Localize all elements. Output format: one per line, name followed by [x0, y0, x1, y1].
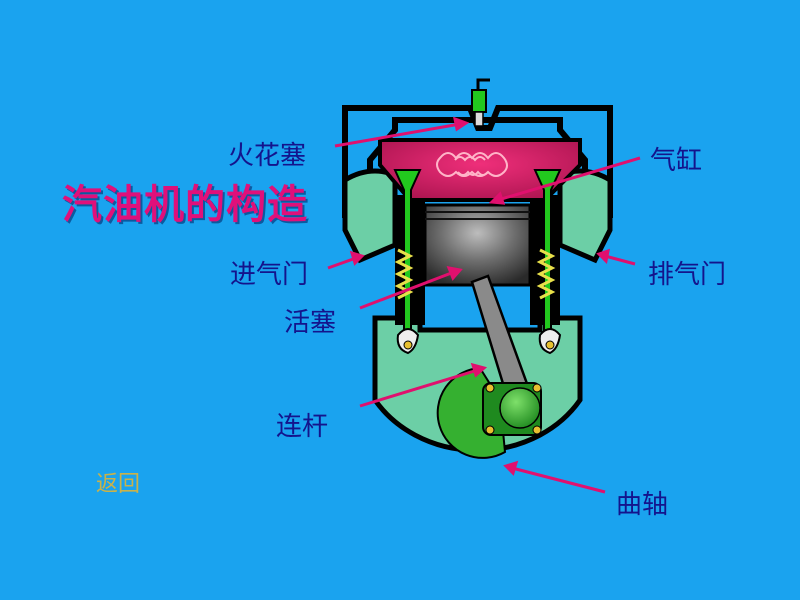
label-intake-valve: 进气门	[230, 260, 309, 290]
piston	[423, 203, 532, 287]
label-connecting-rod: 连杆	[276, 412, 329, 442]
intake-port	[342, 168, 398, 264]
exhaust-port	[557, 168, 613, 264]
spark-plug	[471, 78, 490, 127]
crankshaft-journal	[482, 382, 542, 436]
label-crankshaft: 曲轴	[616, 490, 669, 520]
label-piston: 活塞	[284, 308, 337, 338]
label-cylinder: 气缸	[650, 146, 703, 176]
label-exhaust-valve: 排气门	[648, 260, 727, 290]
diagram-title: 汽油机的构造	[62, 182, 308, 228]
pointer-lines	[327, 116, 641, 494]
intake-valve	[393, 169, 422, 355]
exhaust-valve	[533, 169, 562, 355]
back-link[interactable]: 返回	[96, 472, 141, 497]
spark-flame	[436, 152, 508, 177]
label-spark-plug: 火花塞	[228, 141, 307, 171]
